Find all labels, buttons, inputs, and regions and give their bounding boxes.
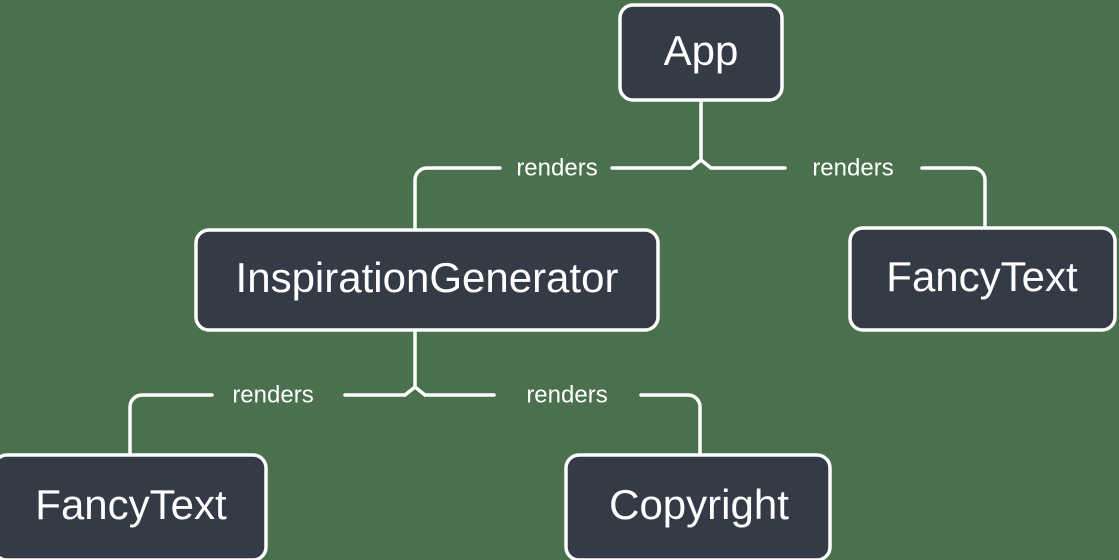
node-inspirationgenerator-box[interactable] [194,228,660,332]
node-app-label: App [664,27,739,74]
edge-app-junction-left [689,158,703,170]
edge-label-inspiration-to-fancytext: renders [232,381,313,408]
edge-label-app-to-fancytext: renders [812,154,893,181]
node-copyright-label: Copyright [609,481,789,528]
edge-app-to-fancytext-seg-right [920,166,987,230]
edge-label-app-to-inspiration: renders [516,154,597,181]
edge-app-to-inspiration-seg-left [413,166,502,232]
edge-inspiration-to-fancytext-seg-left [128,393,214,457]
node-fancytext-right-label: FancyText [886,253,1078,300]
node-app[interactable]: App [618,3,784,102]
node-app-box[interactable] [618,3,784,102]
node-copyright-box[interactable] [564,453,832,560]
edge-inspiration-junction-right [413,385,427,397]
edge-inspiration-junction-left [403,385,417,397]
node-fancytext-bottom[interactable]: FancyText [0,453,268,560]
node-copyright[interactable]: Copyright [564,453,832,560]
node-fancytext-bottom-label: FancyText [35,481,227,528]
edge-label-inspiration-to-copyright: renders [526,381,607,408]
edge-inspiration-to-copyright-seg-right [639,393,702,457]
node-fancytext-bottom-box[interactable] [0,453,268,560]
node-fancytext-right[interactable]: FancyText [848,226,1117,332]
node-inspirationgenerator[interactable]: InspirationGenerator [194,228,660,332]
edge-app-junction-right [699,158,713,170]
node-fancytext-right-box[interactable] [848,226,1117,332]
node-inspirationgenerator-label: InspirationGenerator [236,254,619,301]
